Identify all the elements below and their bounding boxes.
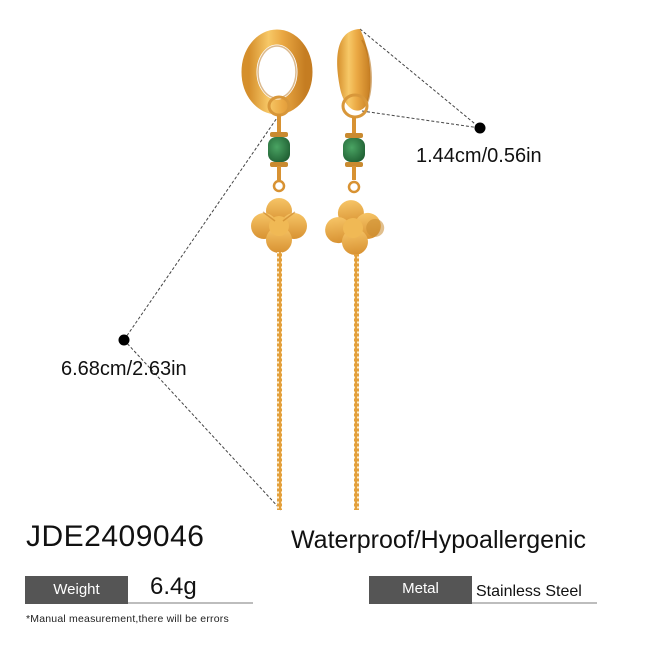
weight-underline (128, 602, 253, 604)
weight-value: 6.4g (150, 573, 197, 600)
dimension-lines (123, 28, 481, 511)
metal-value: Stainless Steel (476, 583, 582, 600)
metal-label: Metal (369, 576, 472, 604)
metal-underline (472, 602, 597, 604)
dimension-dot-hoop (474, 122, 486, 134)
measurement-note: *Manual measurement,there will be errors (26, 613, 229, 625)
left-earring (241, 29, 313, 510)
weight-label: Weight (25, 576, 128, 604)
metal-spec: Metal Stainless Steel (369, 576, 597, 604)
product-sku: JDE2409046 (26, 520, 205, 553)
weight-spec: Weight 6.4g (25, 573, 253, 604)
product-feature: Waterproof/Hypoallergenic (291, 526, 587, 554)
hoop-dimension-label: 1.44cm/0.56in (416, 145, 542, 167)
dimension-dot-length (118, 334, 130, 346)
length-dimension-label: 6.68cm/2.63in (61, 358, 187, 380)
right-earring (325, 29, 385, 510)
